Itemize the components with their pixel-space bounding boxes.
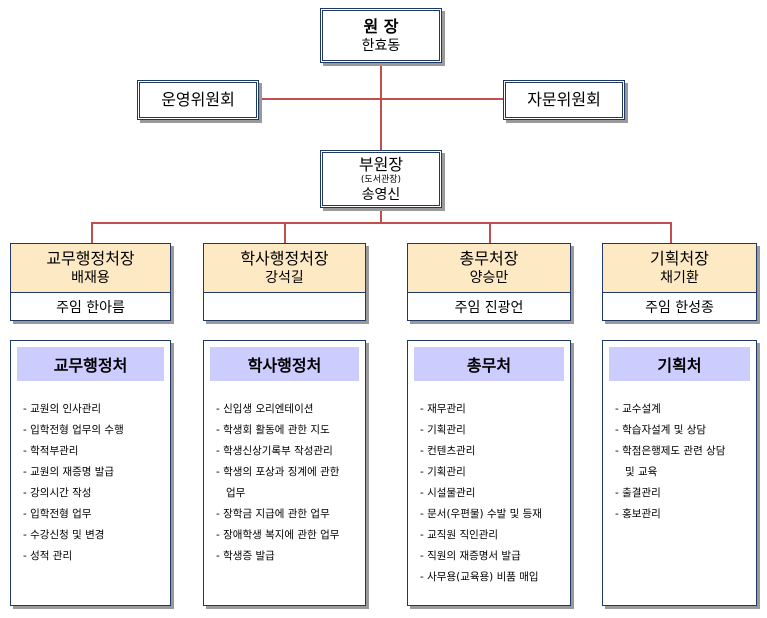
head-staff: 주임 진광언	[454, 299, 524, 316]
duty-item: - 수강신청 및 변경	[23, 529, 105, 541]
duty-item: - 입학전형 업무의 수행	[23, 424, 124, 436]
duty-list: - 신입생 오리엔테이션 - 학생회 활동에 관한 지도 - 학생신상기록부 작…	[216, 399, 357, 567]
head-title: 총무처장	[459, 249, 519, 268]
duty-item: - 학생의 포상과 징계에 관한	[216, 466, 340, 478]
connector-director-vice	[380, 62, 382, 152]
dept-box-general-affairs: 총무처 - 재무관리 - 기획관리 - 컨텐츠관리 - 기획관리 - 시설물관리…	[407, 340, 571, 606]
duty-item: - 홍보관리	[615, 508, 661, 520]
duty-item: - 컨텐츠관리	[420, 445, 476, 457]
duty-item: - 입학전형 업무	[23, 508, 92, 520]
duty-list: - 교수설계 - 학습자설계 및 상담 - 학점은행제도 관련 상담 및 교육 …	[615, 399, 748, 525]
connector-head-4	[670, 222, 672, 244]
duty-item: - 학적부관리	[23, 445, 79, 457]
dept-title: 총무처	[414, 347, 564, 381]
dept-box-planning: 기획처 - 교수설계 - 학습자설계 및 상담 - 학점은행제도 관련 상담 및…	[602, 340, 757, 606]
director-box: 원 장 한효동	[320, 8, 442, 63]
director-name: 한효동	[361, 37, 401, 54]
vice-director-note: (도서관장)	[360, 174, 402, 185]
duty-item: - 학습자설계 및 상담	[615, 424, 707, 436]
advisory-committee-label: 자문위원회	[527, 90, 601, 109]
duty-item-continuation: 업무	[226, 487, 246, 499]
head-box-planning: 기획처장 채기환 주임 한성종	[602, 243, 757, 321]
duty-item: - 문서(우편물) 수발 및 등재	[420, 508, 542, 520]
connector-vice-down	[380, 207, 382, 223]
director-title: 원 장	[363, 16, 399, 36]
duty-item: - 성적 관리	[23, 550, 73, 562]
operating-committee-label: 운영위원회	[161, 90, 235, 109]
head-name: 양승만	[469, 270, 509, 286]
head-name: 채기환	[660, 270, 699, 286]
duty-item-continuation: 및 교육	[625, 466, 658, 478]
duty-item: - 재무관리	[420, 403, 466, 415]
vice-director-title: 부원장	[358, 154, 404, 174]
duty-item: - 직원의 재증명서 발급	[420, 550, 521, 562]
duty-item: - 장학금 지급에 관한 업무	[216, 508, 330, 520]
duty-item: - 기획관리	[420, 424, 466, 436]
connector-head-2	[284, 222, 286, 244]
head-staff: 주임 한성종	[645, 299, 714, 316]
connector-head-3	[489, 222, 491, 244]
head-staff: 주임 한아름	[56, 299, 125, 316]
dept-title: 기획처	[609, 347, 750, 381]
dept-title: 교무행정처	[17, 347, 164, 381]
head-box-general-affairs: 총무처장 양승만 주임 진광언	[407, 243, 571, 321]
duty-item: - 학생증 발급	[216, 550, 275, 562]
duty-item: - 신입생 오리엔테이션	[216, 403, 314, 415]
head-box-academic-admin: 교무행정처장 배재용 주임 한아름	[10, 243, 171, 321]
head-title: 기획처장	[650, 249, 709, 268]
head-name: 강석길	[265, 270, 304, 286]
operating-committee-box: 운영위원회	[137, 80, 259, 120]
duty-item: - 장애학생 복지에 관한 업무	[216, 529, 340, 541]
duty-item: - 시설물관리	[420, 487, 476, 499]
connector-heads-horizontal	[91, 222, 671, 224]
vice-director-box: 부원장 (도서관장) 송영신	[320, 150, 442, 208]
duty-item: - 사무용(교육용) 비품 매입	[420, 571, 539, 583]
duty-list: - 교원의 인사관리 - 입학전형 업무의 수행 - 학적부관리 - 교원의 재…	[23, 399, 162, 567]
head-title: 교무행정처장	[46, 249, 135, 268]
duty-item: - 학생신상기록부 작성관리	[216, 445, 333, 457]
head-box-student-affairs: 학사행정처장 강석길	[203, 243, 366, 321]
connector-head-1	[91, 222, 93, 244]
connector-committees	[257, 98, 506, 100]
dept-box-student-affairs: 학사행정처 - 신입생 오리엔테이션 - 학생회 활동에 관한 지도 - 학생신…	[203, 340, 366, 606]
vice-director-name: 송영신	[361, 186, 401, 203]
duty-item: - 교원의 인사관리	[23, 403, 102, 415]
dept-box-academic-admin: 교무행정처 - 교원의 인사관리 - 입학전형 업무의 수행 - 학적부관리 -…	[10, 340, 171, 606]
head-title: 학사행정처장	[240, 249, 329, 268]
head-name: 배재용	[71, 270, 110, 286]
duty-item: - 학생회 활동에 관한 지도	[216, 424, 330, 436]
duty-item: - 출결관리	[615, 487, 661, 499]
duty-item: - 교원의 재증명 발급	[23, 466, 115, 478]
duty-item: - 학점은행제도 관련 상담	[615, 445, 726, 457]
duty-item: - 교직원 직인관리	[420, 529, 499, 541]
duty-item: - 기획관리	[420, 466, 466, 478]
advisory-committee-box: 자문위원회	[503, 80, 625, 120]
duty-item: - 강의시간 작성	[23, 487, 92, 499]
head-staff	[204, 293, 365, 320]
duty-item: - 교수설계	[615, 403, 661, 415]
duty-list: - 재무관리 - 기획관리 - 컨텐츠관리 - 기획관리 - 시설물관리 - 문…	[420, 399, 562, 588]
dept-title: 학사행정처	[210, 347, 359, 381]
